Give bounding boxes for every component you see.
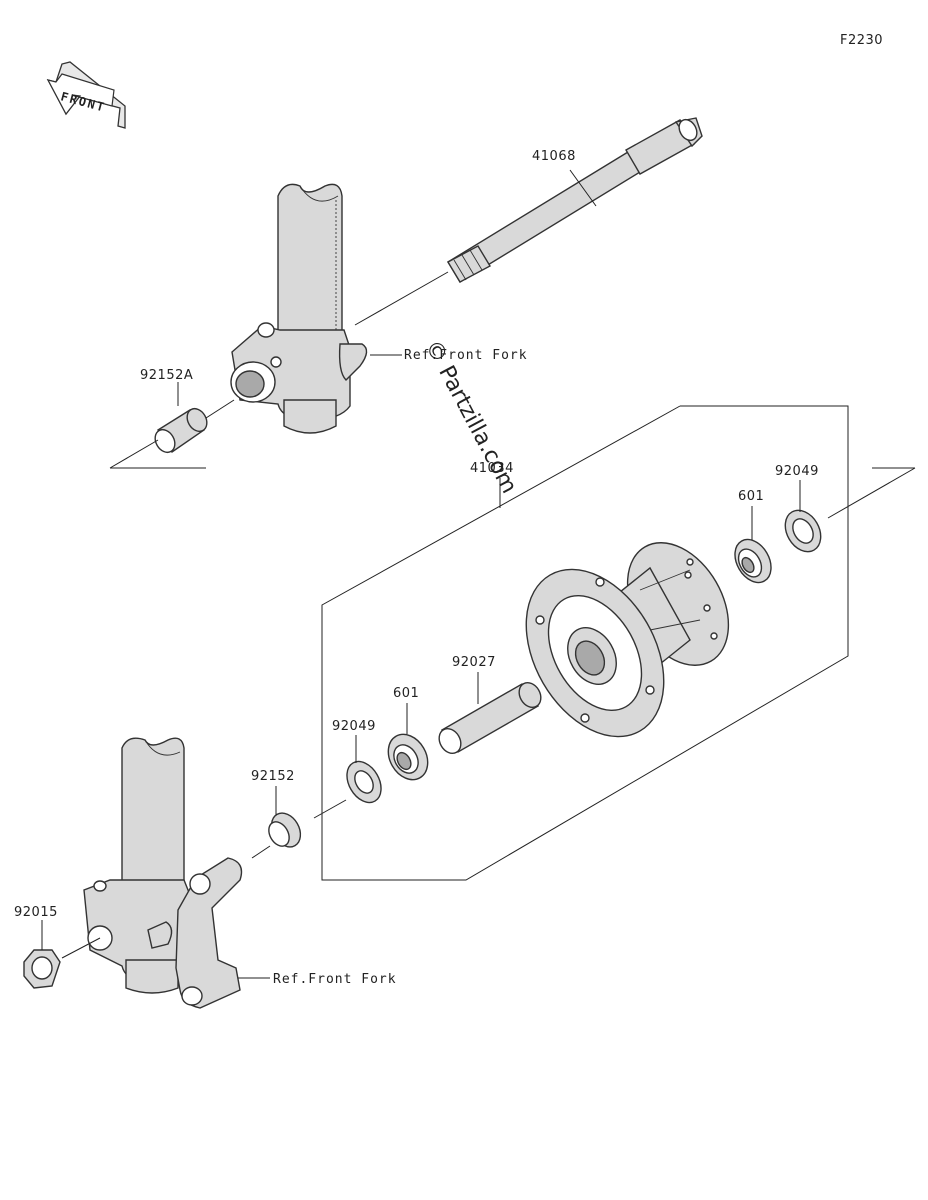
label-92049-left: 92049 (332, 719, 376, 734)
bearing-601-left[interactable] (380, 727, 435, 787)
axle-41068[interactable] (354, 116, 703, 326)
label-92049-right: 92049 (775, 464, 819, 479)
nut-92015[interactable] (23, 949, 61, 989)
hub-assembly-bracket (321, 405, 849, 881)
ref-front-fork-top: Ref.Front Fork (404, 348, 528, 363)
label-92152A: 92152A (140, 368, 193, 383)
front-arrow-icon: FRONT (46, 61, 126, 129)
collar-92152A[interactable] (151, 405, 211, 456)
oil-seal-92049-left[interactable] (340, 755, 388, 808)
spacer-92027[interactable] (435, 679, 545, 758)
fork-leg-lower[interactable] (83, 737, 243, 1009)
label-601-right: 601 (738, 489, 764, 504)
bearing-601-right[interactable] (728, 533, 779, 589)
label-92152: 92152 (251, 769, 295, 784)
ref-front-fork-bottom: Ref.Front Fork (273, 972, 397, 987)
label-41034: 41034 (470, 461, 514, 476)
label-92015: 92015 (14, 905, 58, 920)
label-41068: 41068 (532, 149, 576, 164)
collar-92152[interactable] (265, 808, 307, 852)
fork-leg-upper[interactable] (230, 183, 368, 434)
oil-seal-92049-right[interactable] (778, 504, 828, 558)
label-601-left: 601 (393, 686, 419, 701)
diagram-code: F2230 (840, 33, 883, 48)
label-92027: 92027 (452, 655, 496, 670)
wheel-hub-41034[interactable] (498, 525, 749, 761)
